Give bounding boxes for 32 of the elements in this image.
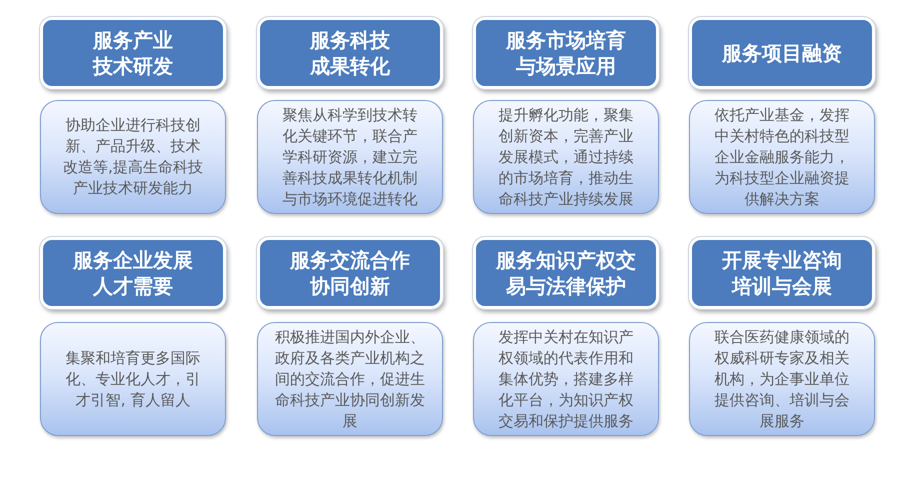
title-box bbox=[689, 17, 875, 89]
title-box bbox=[40, 237, 226, 309]
title-text: 服务项目融资 bbox=[720, 40, 843, 66]
description-text: 依托产业基金，发挥中关村特色的科技型企业金融服务能力，为科技型企业融资提供解决方案 bbox=[714, 104, 850, 210]
description-text: 协助企业进行科技创新、产品升级、技术改造等,提高生命科技产业技术研发能力 bbox=[62, 115, 204, 199]
description-box bbox=[257, 100, 443, 214]
title-text: 服务科技成果转化 bbox=[308, 27, 391, 79]
description-text: 聚焦从科学到技术转化关键环节，联合产学科研资源，建立完善科技成果转化机制与市场环境促进转化 bbox=[282, 104, 418, 210]
title-text: 服务企业发展人才需要 bbox=[72, 247, 194, 299]
title-text: 服务知识产权交易与法律保护 bbox=[494, 247, 637, 299]
description-box bbox=[473, 322, 659, 436]
description-text: 集聚和培育更多国际化、专业化人才，引才引智, 育人留人 bbox=[64, 348, 202, 410]
title-text: 服务产业技术研发 bbox=[92, 27, 174, 79]
title-text: 开展专业咨询培训与会展 bbox=[720, 247, 843, 299]
description-box bbox=[473, 100, 659, 214]
title-text: 服务交流合作协同创新 bbox=[288, 247, 411, 299]
description-text: 积极推进国内外企业、政府及各类产业机构之间的交流合作，促进生命科技产业协同创新发展 bbox=[274, 326, 426, 432]
title-box bbox=[257, 237, 443, 309]
title-box bbox=[40, 17, 226, 89]
description-box bbox=[40, 100, 226, 214]
description-text: 提升孵化功能，聚集创新资本，完善产业发展模式，通过持续的市场培育，推动生命科技产业持续发展 bbox=[498, 104, 634, 210]
description-box bbox=[40, 322, 226, 436]
description-box bbox=[689, 322, 875, 436]
title-box bbox=[473, 237, 659, 309]
title-box bbox=[689, 237, 875, 309]
description-text: 联合医药健康领域的权威科研专家及相关机构，为企事业单位提供咨询、培训与会展服务 bbox=[714, 326, 850, 432]
title-box bbox=[257, 17, 443, 89]
description-box bbox=[257, 322, 443, 436]
description-box bbox=[689, 100, 875, 214]
title-box bbox=[473, 17, 659, 89]
title-text: 服务市场培育与场景应用 bbox=[504, 27, 627, 79]
description-text: 发挥中关村在知识产权领域的代表作用和集体优势，搭建多样化平台，为知识产权交易和保护提供服务 bbox=[498, 326, 634, 432]
